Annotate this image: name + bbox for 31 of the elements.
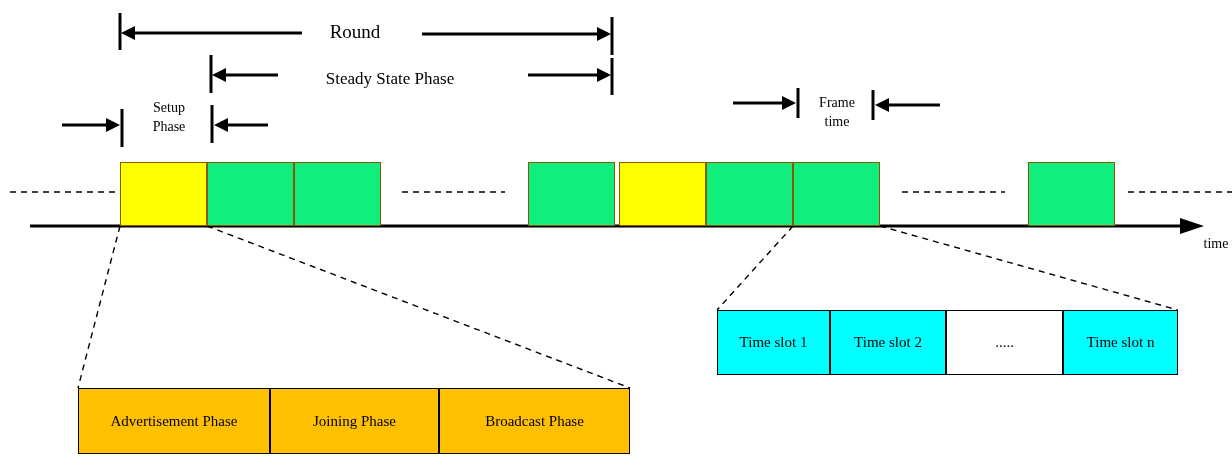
time-slot-box — [1063, 310, 1178, 375]
box-label: Broadcast Phase — [484, 411, 585, 431]
zoom-line — [77, 225, 121, 389]
dimension-label: Round — [328, 20, 382, 44]
frame-block — [706, 162, 793, 226]
frame-block — [1028, 162, 1115, 226]
box-label: Time slot 1 — [738, 333, 809, 352]
zoom-line — [206, 225, 631, 389]
frame-block — [294, 162, 381, 226]
dimension-label: Setup Phase — [151, 99, 187, 136]
dimension-label: Steady State Phase — [324, 68, 456, 90]
box-label: Time slot n — [1085, 333, 1156, 352]
box-label: ..... — [994, 333, 1015, 352]
box-label: Advertisement Phase — [109, 411, 239, 431]
box-label: Time slot 2 — [853, 333, 923, 352]
zoom-line — [879, 225, 1179, 311]
frame-block — [528, 162, 615, 226]
dimension-label: Frame time — [818, 94, 856, 131]
zoom-line — [716, 225, 794, 311]
phase-box — [78, 388, 270, 454]
setup-phase-block — [619, 162, 706, 226]
time-slot-box — [946, 310, 1063, 375]
phase-box — [270, 388, 439, 454]
phase-box — [439, 388, 630, 454]
box-label: Joining Phase — [312, 411, 397, 431]
setup-phase-block — [120, 162, 207, 226]
frame-block — [207, 162, 294, 226]
frame-block — [793, 162, 880, 226]
time-slot-box — [717, 310, 830, 375]
time-slot-box — [830, 310, 946, 375]
axis-label: time — [1202, 235, 1230, 253]
